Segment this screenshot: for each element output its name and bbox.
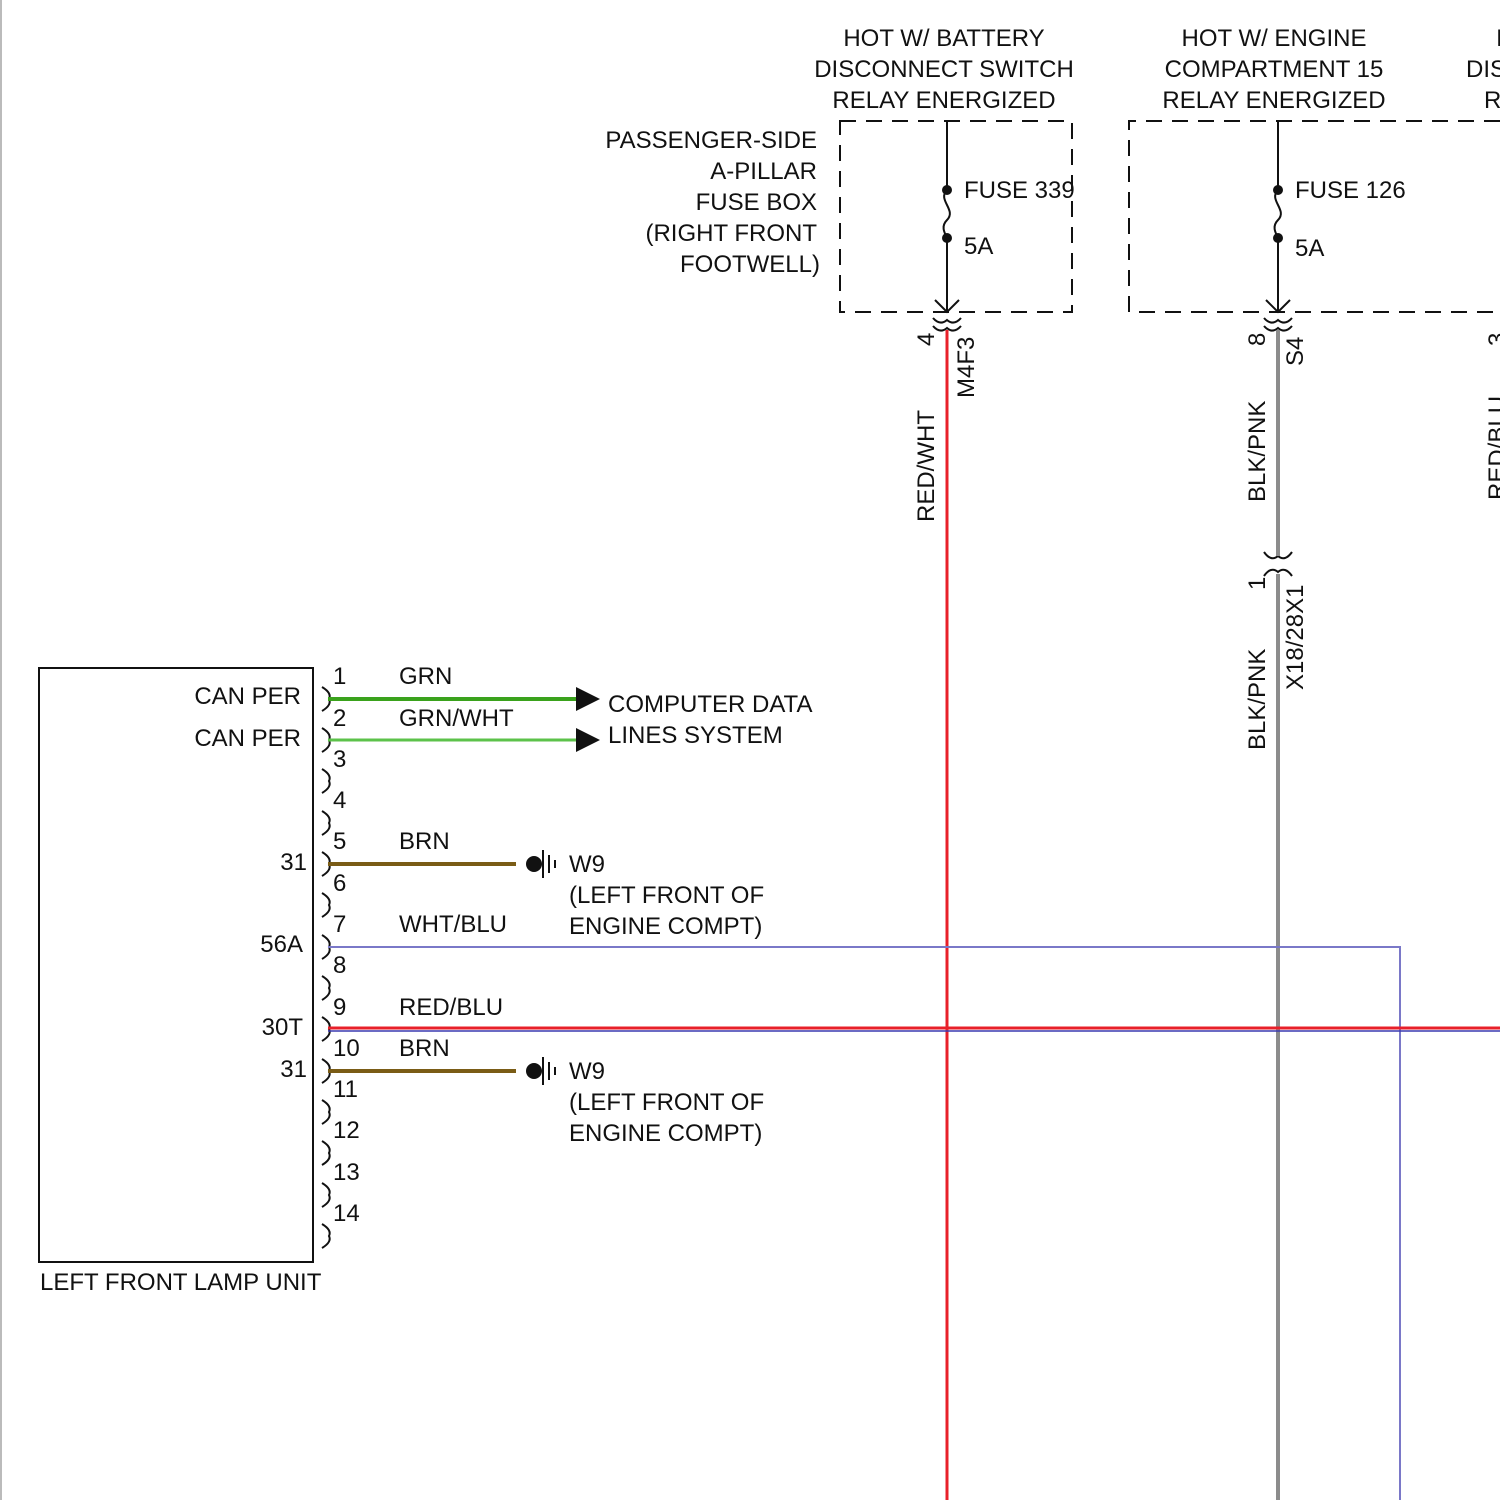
data-lines-label-2: LINES SYSTEM [608, 722, 783, 749]
source-2-header: HOT W/ ENGINE COMPARTMENT 15 RELAY ENERG… [1162, 25, 1385, 114]
ground-2-desc-2: ENGINE COMPT) [569, 1120, 762, 1147]
source-2-line-3: RELAY ENERGIZED [1162, 87, 1385, 114]
pin-terminal-12 [322, 1141, 330, 1165]
fuse-box-line-3: FUSE BOX [696, 189, 817, 216]
wire-wht-blu [328, 947, 1400, 1500]
fuse-339: FUSE 339 5A [935, 121, 1075, 312]
ground-w9-2: W9 (LEFT FRONT OF ENGINE COMPT) [526, 1057, 764, 1147]
pin-terminals [322, 687, 330, 1248]
pin-11-number: 11 [333, 1076, 358, 1103]
connector-s4-name: S4 [1282, 337, 1309, 366]
pin-8-number: 8 [333, 952, 346, 979]
source-2-line-1: HOT W/ ENGINE [1182, 25, 1367, 52]
connector-m4f3-pin: 4 [913, 333, 940, 346]
wire-blk-pnk-label-lower: BLK/PNK [1244, 649, 1271, 750]
source-2-line-2: COMPARTMENT 15 [1165, 56, 1384, 83]
pin-terminal-14 [322, 1224, 330, 1248]
pin-terminal-3 [322, 769, 330, 793]
ground-2-name: W9 [569, 1058, 605, 1085]
source-3-header: I DIS R [1466, 25, 1500, 114]
source-3-line-1: I [1496, 25, 1500, 52]
fuse-box-line-4: (RIGHT FRONT [645, 220, 817, 247]
pin-9-label: 30T [262, 1014, 304, 1041]
wire-label-brn-1: BRN [399, 828, 450, 855]
pin-14-number: 14 [333, 1200, 360, 1227]
source-1-header: HOT W/ BATTERY DISCONNECT SWITCH RELAY E… [814, 25, 1074, 114]
arrow-grn-wht [576, 728, 600, 752]
fuse-box-outline-1 [840, 121, 1072, 312]
ground-w9-1: W9 (LEFT FRONT OF ENGINE COMPT) [526, 850, 764, 940]
pin-1-number: 1 [333, 663, 346, 690]
source-3-line-2: DIS [1466, 56, 1500, 83]
pin-6-number: 6 [333, 870, 346, 897]
source-3-column: 3 RED/BLU [1484, 333, 1500, 500]
fuse-126-label: FUSE 126 [1295, 177, 1406, 204]
ground-1-desc-2: ENGINE COMPT) [569, 913, 762, 940]
fuse-box-line-1: PASSENGER-SIDE [605, 127, 817, 154]
fuse-box-line-5: FOOTWELL) [680, 251, 820, 278]
pin-terminal-11 [322, 1100, 330, 1124]
pin-terminal-13 [322, 1183, 330, 1207]
wire-label-red-blu: RED/BLU [399, 994, 503, 1021]
fuse-box-outline-2 [1129, 121, 1500, 312]
pin-5-number: 5 [333, 828, 346, 855]
source-1-line-3: RELAY ENERGIZED [832, 87, 1055, 114]
connector-x18-pin: 1 [1244, 577, 1271, 590]
ground-1-desc-1: (LEFT FRONT OF [569, 882, 764, 909]
arrow-grn [576, 687, 600, 711]
pin-12-number: 12 [333, 1117, 360, 1144]
pin-2-label: CAN PER [194, 725, 301, 752]
ground-2-desc-1: (LEFT FRONT OF [569, 1089, 764, 1116]
source-3-pin: 3 [1484, 333, 1500, 346]
pin-9-number: 9 [333, 994, 346, 1021]
pin-terminal-8 [322, 976, 330, 1000]
connector-s4-pin: 8 [1244, 333, 1271, 346]
wire-label-grn-wht: GRN/WHT [399, 705, 514, 732]
ground-1-name: W9 [569, 851, 605, 878]
pin-numbers: 1 2 3 4 5 6 7 8 9 10 11 12 13 14 [333, 663, 360, 1227]
fuse-339-rating: 5A [964, 233, 993, 260]
wire-blk-pnk-label-upper: BLK/PNK [1244, 401, 1271, 502]
fuse-box-label: PASSENGER-SIDE A-PILLAR FUSE BOX (RIGHT … [605, 127, 820, 278]
lamp-unit-body [39, 668, 313, 1262]
fuse-box-line-2: A-PILLAR [710, 158, 817, 185]
source-1-line-2: DISCONNECT SWITCH [814, 56, 1074, 83]
wire-label-brn-2: BRN [399, 1035, 450, 1062]
connector-m4f3-name: M4F3 [953, 337, 980, 398]
pin-5-label: 31 [280, 849, 307, 876]
connector-x18-name: X18/28X1 [1282, 585, 1309, 690]
pin-10-label: 31 [280, 1056, 307, 1083]
wire-label-wht-blu: WHT/BLU [399, 911, 507, 938]
pin-1-label: CAN PER [194, 683, 301, 710]
pin-10-number: 10 [333, 1035, 360, 1062]
source-3-line-3: R [1484, 87, 1500, 114]
source-1-line-1: HOT W/ BATTERY [843, 25, 1044, 52]
pin-7-number: 7 [333, 911, 346, 938]
fuse-126: FUSE 126 5A [1266, 121, 1406, 312]
fuse-339-label: FUSE 339 [964, 177, 1075, 204]
wire-label-grn: GRN [399, 663, 452, 690]
fuse-126-rating: 5A [1295, 235, 1324, 262]
pin-13-number: 13 [333, 1159, 360, 1186]
wire-red-wht-label: RED/WHT [913, 410, 940, 522]
pin-terminal-6 [322, 893, 330, 917]
data-lines-label-1: COMPUTER DATA [608, 691, 812, 718]
pin-2-number: 2 [333, 705, 346, 732]
pin-terminal-4 [322, 811, 330, 835]
pin-7-label: 56A [260, 931, 303, 958]
source-3-wire: RED/BLU [1484, 396, 1500, 500]
lamp-unit-title: LEFT FRONT LAMP UNIT [40, 1269, 322, 1296]
pin-3-number: 3 [333, 746, 346, 773]
pin-4-number: 4 [333, 787, 346, 814]
